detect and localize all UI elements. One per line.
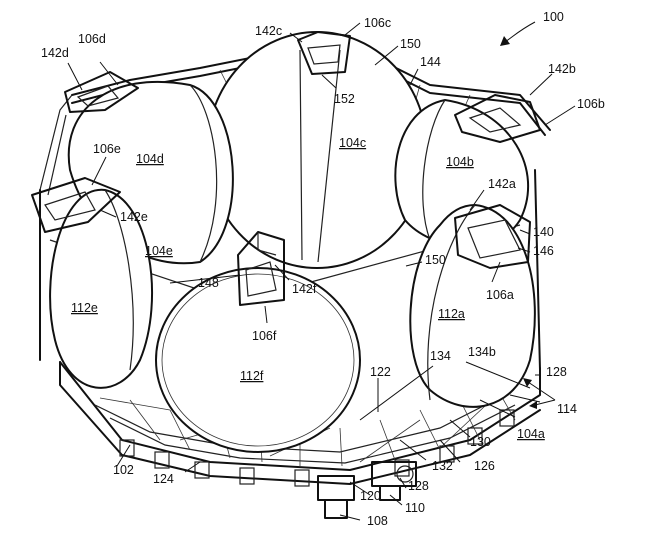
seat-106d	[64, 71, 139, 113]
label-100: 100	[543, 10, 564, 24]
label-140: 140	[533, 225, 554, 239]
label-104b: 104b	[446, 155, 474, 169]
seat-106a	[454, 204, 531, 269]
label-142e: 142e	[120, 210, 148, 224]
label-112f: 112f	[240, 369, 264, 383]
label-126: 126	[474, 459, 495, 473]
label-104d: 104d	[136, 152, 164, 166]
label-114: 114	[557, 402, 577, 416]
label-102: 102	[113, 463, 134, 477]
label-142c: 142c	[255, 24, 282, 38]
label-106a: 106a	[486, 288, 514, 302]
label-106b: 106b	[577, 97, 605, 111]
seat-106e	[31, 177, 121, 233]
label-142a: 142a	[488, 177, 516, 191]
ref-arrow-114	[523, 378, 556, 409]
label-150-mid: 150	[425, 253, 446, 267]
leader-lines	[67, 22, 576, 521]
seat-106f	[237, 231, 285, 306]
disk-112a	[409, 203, 536, 408]
label-148: 148	[198, 276, 219, 290]
ref-arrow-100	[500, 21, 536, 46]
label-104a: 104a	[517, 427, 545, 441]
seat-106c	[297, 31, 351, 75]
label-106e: 106e	[93, 142, 121, 156]
label-134b: 134b	[468, 345, 496, 359]
label-150-top: 150	[400, 37, 421, 51]
label-134: 134	[430, 349, 451, 363]
label-142d: 142d	[41, 46, 69, 60]
disk-112f	[155, 267, 361, 453]
label-106d: 106d	[78, 32, 106, 46]
label-128-right: 128	[546, 365, 567, 379]
label-104e: 104e	[145, 244, 173, 258]
disk-112e	[49, 188, 154, 389]
label-152: 152	[334, 92, 355, 106]
seat-106b	[454, 94, 541, 143]
label-124: 124	[153, 472, 174, 486]
label-142f: 142f	[292, 282, 317, 296]
label-142b: 142b	[548, 62, 576, 76]
label-104c: 104c	[339, 136, 366, 150]
label-146: 146	[533, 244, 554, 258]
label-106c: 106c	[364, 16, 391, 30]
label-106f: 106f	[252, 329, 277, 343]
reference-labels: 100 142c 106c 142d 106d 150 144 142b 152…	[41, 10, 605, 528]
disk-104c	[206, 31, 428, 269]
label-110: 110	[405, 501, 425, 515]
label-120: 120	[360, 489, 381, 503]
label-112e: 112e	[71, 301, 98, 315]
label-112a: 112a	[438, 307, 465, 321]
label-122: 122	[370, 365, 391, 379]
label-108: 108	[367, 514, 388, 528]
label-132: 132	[432, 459, 453, 473]
label-144: 144	[420, 55, 441, 69]
label-130: 130	[470, 435, 491, 449]
label-128-bottom: 128	[408, 479, 429, 493]
